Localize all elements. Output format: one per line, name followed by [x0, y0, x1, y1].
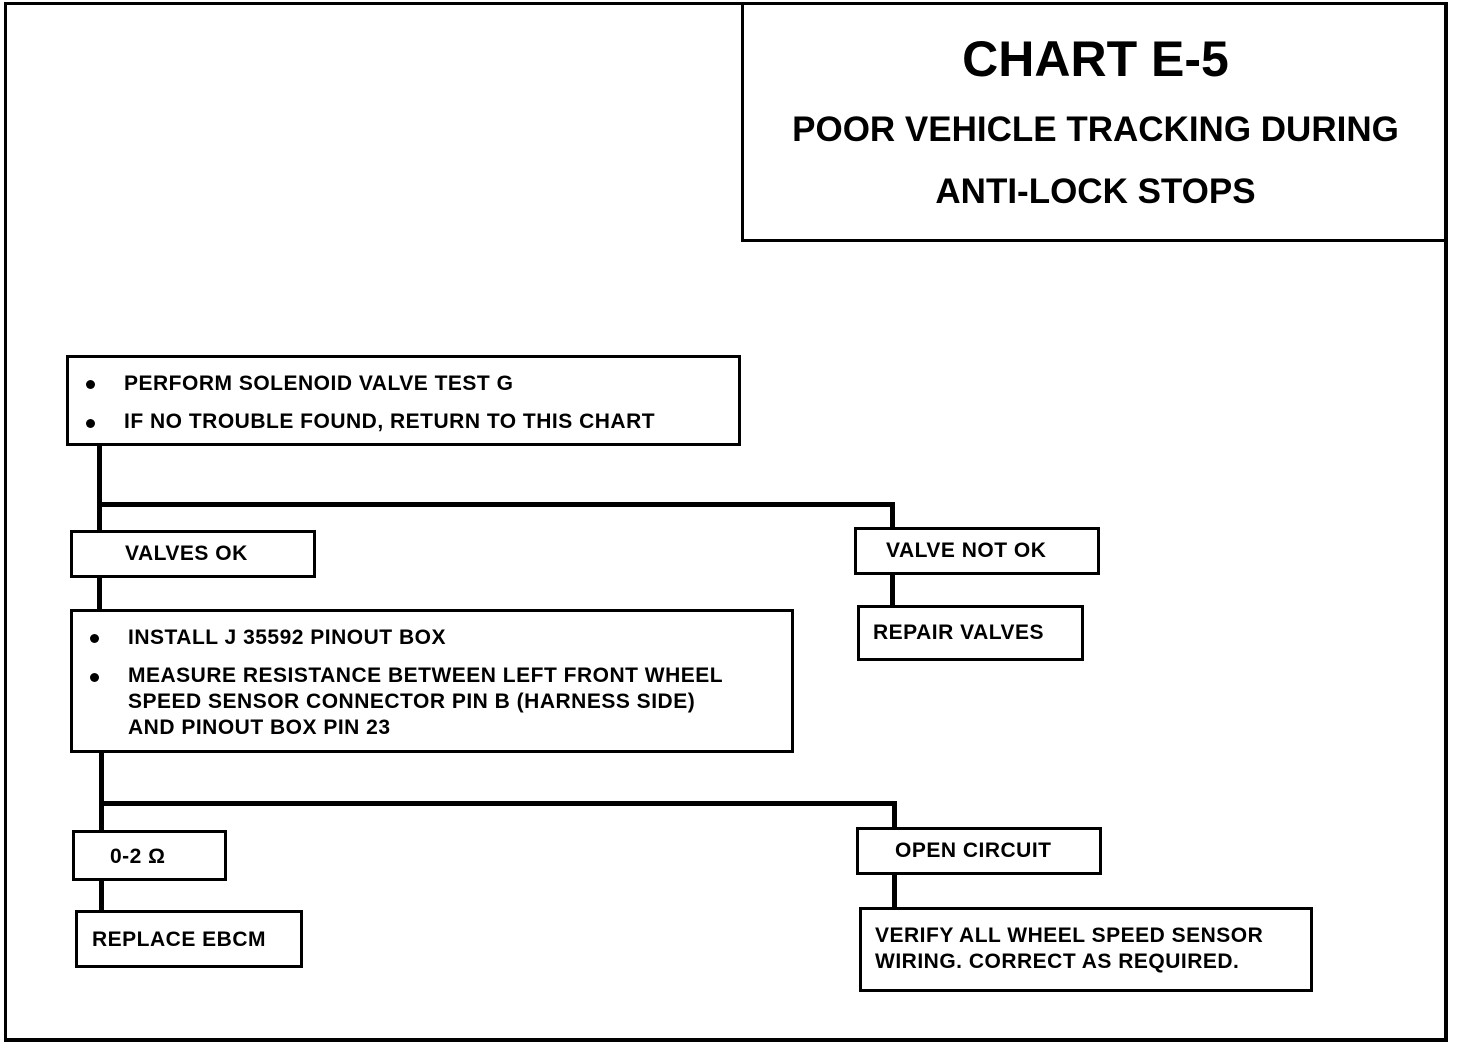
chart-frame: [4, 2, 1448, 1042]
step2-bullet-1: INSTALL J 35592 PINOUT BOX: [128, 626, 446, 649]
result-valves-ok: VALVES OK: [70, 530, 316, 578]
chart-subtitle-line-2: ANTI-LOCK STOPS: [935, 172, 1256, 211]
step-measure-resistance: INSTALL J 35592 PINOUT BOX MEASURE RESIS…: [70, 609, 794, 753]
result-valve-not-ok: VALVE NOT OK: [854, 527, 1100, 575]
ohms-label: 0-2 Ω: [110, 845, 166, 868]
step1-bullet-1: PERFORM SOLENOID VALVE TEST G: [124, 372, 514, 395]
action-repair-valves: REPAIR VALVES: [857, 605, 1084, 661]
repair-valves-label: REPAIR VALVES: [873, 621, 1045, 644]
step-solenoid-valve-test: PERFORM SOLENOID VALVE TEST G IF NO TROU…: [66, 355, 741, 446]
verify-wiring-label: VERIFY ALL WHEEL SPEED SENSOR WIRING. CO…: [875, 924, 1264, 973]
action-verify-wiring: VERIFY ALL WHEEL SPEED SENSOR WIRING. CO…: [859, 907, 1313, 992]
bullet-dot: [90, 634, 99, 643]
connector-valves-ok-down: [97, 576, 102, 612]
connector-step2-down: [99, 751, 104, 833]
step1-bullet-2: IF NO TROUBLE FOUND, RETURN TO THIS CHAR…: [124, 410, 656, 433]
connector-ohms-down: [99, 878, 104, 912]
step2-bullet-2: MEASURE RESISTANCE BETWEEN LEFT FRONT WH…: [128, 664, 724, 739]
title-block: CHART E-5 POOR VEHICLE TRACKING DURING A…: [741, 2, 1447, 242]
bullet-dot: [86, 419, 95, 428]
connector-step1-down: [97, 444, 102, 534]
bullet-dot: [90, 673, 99, 682]
open-circuit-label: OPEN CIRCUIT: [895, 839, 1052, 862]
chart-title: CHART E-5: [962, 31, 1229, 87]
result-open-circuit: OPEN CIRCUIT: [856, 827, 1102, 875]
connector-valve-not-ok-down: [890, 573, 895, 607]
connector-open-circuit-down: [892, 872, 897, 910]
replace-ebcm-label: REPLACE EBCM: [92, 928, 267, 951]
chart-subtitle-line-1: POOR VEHICLE TRACKING DURING: [792, 110, 1399, 149]
connector-branch2-horizontal: [99, 801, 897, 806]
connector-branch2-right-down: [892, 801, 897, 830]
result-zero-to-two-ohms: 0-2 Ω: [72, 830, 227, 881]
connector-branch1-horizontal: [97, 502, 895, 507]
connector-branch1-right-down: [890, 502, 895, 530]
valve-not-ok-label: VALVE NOT OK: [886, 539, 1047, 562]
action-replace-ebcm: REPLACE EBCM: [75, 910, 303, 968]
valves-ok-label: VALVES OK: [125, 542, 248, 565]
bullet-dot: [86, 380, 95, 389]
